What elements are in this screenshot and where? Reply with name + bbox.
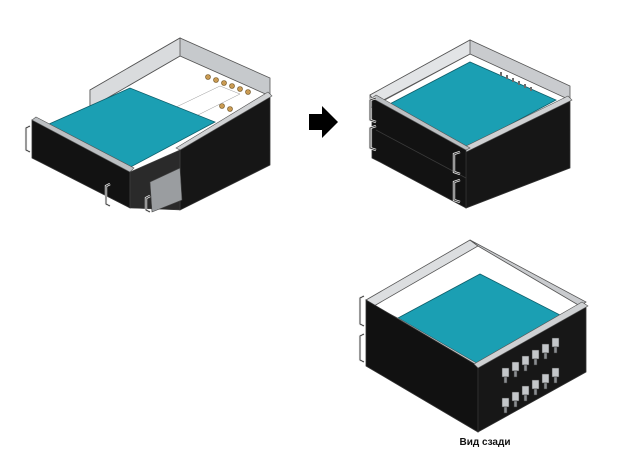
rear-panel-top	[473, 301, 589, 369]
panel-seam	[375, 129, 467, 179]
enclosure-open-view	[24, 37, 273, 214]
inner-rail-grey	[149, 167, 183, 213]
back-connectors	[500, 72, 532, 91]
enclosure-rear-view	[358, 239, 589, 433]
front-panel-top	[31, 116, 135, 173]
right-wall-top	[175, 91, 273, 151]
rear-connectors	[501, 337, 560, 414]
front-panel-top	[371, 94, 471, 151]
rear-view-caption: Вид сзади	[459, 437, 511, 448]
side-handles	[358, 294, 365, 364]
left-side-wall	[89, 37, 181, 109]
right-arrow-icon	[309, 106, 338, 138]
enclosure-assembled-view	[368, 39, 573, 209]
